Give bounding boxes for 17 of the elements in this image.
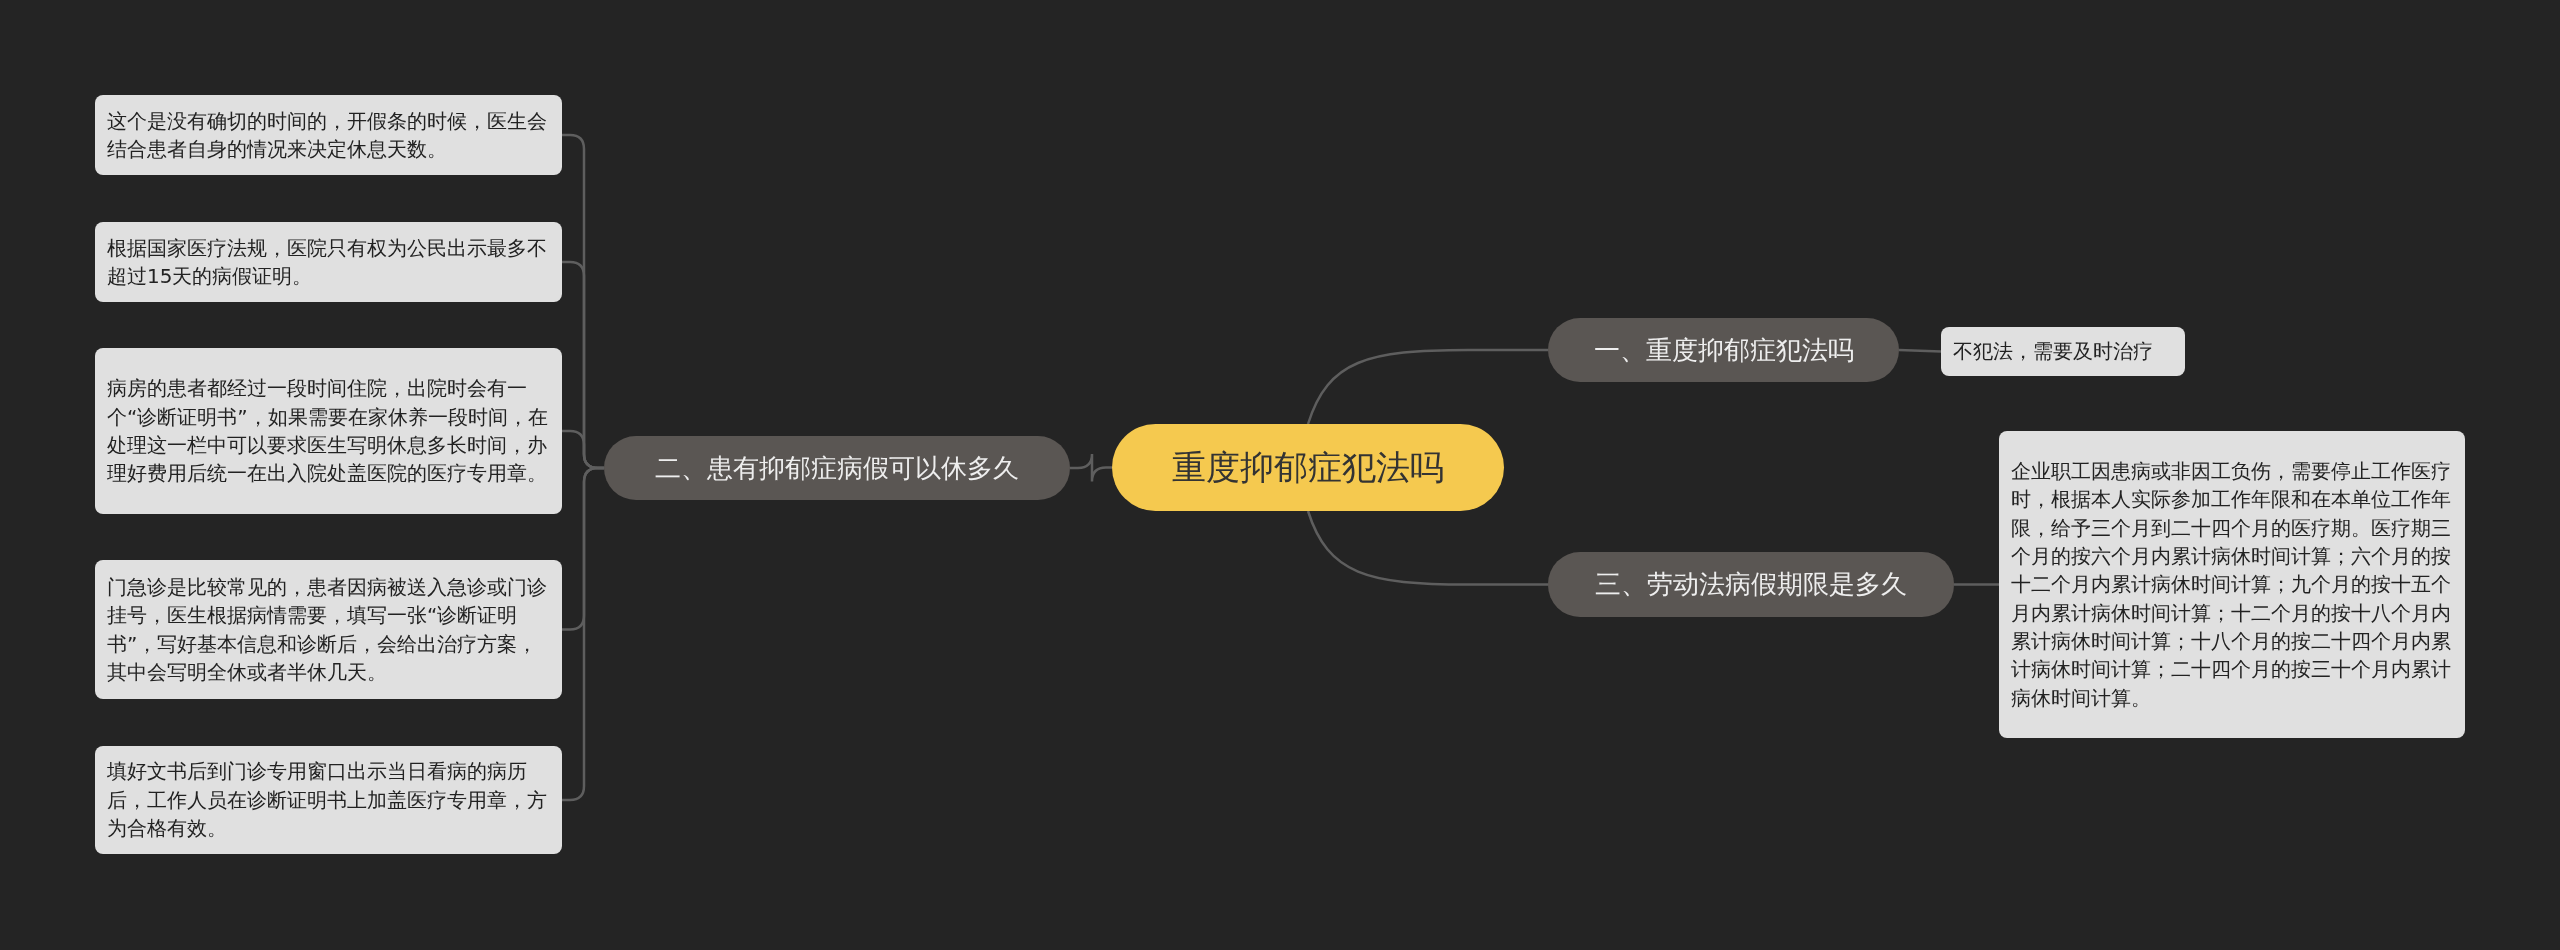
- central-topic: 重度抑郁症犯法吗: [1112, 424, 1504, 511]
- connector-line: [562, 466, 604, 802]
- connector-line: [1306, 510, 1548, 586]
- branch-topic: 三、劳动法病假期限是多久: [1548, 552, 1954, 617]
- branch-topic: 一、重度抑郁症犯法吗: [1548, 318, 1899, 382]
- leaf-note: 根据国家医疗法规，医院只有权为公民出示最多不超过15天的病假证明。: [95, 222, 562, 302]
- connector-line: [1898, 348, 1942, 353]
- connector-line: [1954, 583, 1999, 586]
- leaf-note: 这个是没有确切的时间的，开假条的时候，医生会结合患者自身的情况来决定休息天数。: [95, 95, 562, 175]
- connector-line: [1306, 348, 1548, 425]
- leaf-note: 门急诊是比较常见的，患者因病被送入急诊或门诊挂号，医生根据病情需要，填写一张“诊断证明书”，写好基本信息和诊断后，会给出治疗方案，其中会写明全休或者半休几天。: [95, 560, 562, 699]
- leaf-note: 填好文书后到门诊专用窗口出示当日看病的病历后，工作人员在诊断证明书上加盖医疗专用章，方为合格有效。: [95, 746, 562, 854]
- leaf-note: 病房的患者都经过一段时间住院，出院时会有一个“诊断证明书”，如果需要在家休养一段时间，在处理这一栏中可以要求医生写明休息多长时间，办理好费用后统一在出入院处盖医院的医疗专用章。: [95, 348, 562, 514]
- leaf-note: 不犯法，需要及时治疗: [1941, 327, 2185, 376]
- connector-line: [1070, 452, 1112, 483]
- branch-topic: 二、患有抑郁症病假可以休多久: [604, 436, 1070, 500]
- leaf-note: 企业职工因患病或非因工负伤，需要停止工作医疗时，根据本人实际参加工作年限和在本单位工作年限，给予三个月到二十四个月的医疗期。医疗期三个月的按六个月内累计病休时间计算；六个月的按十二个月内累计病休时间计算；九个月的按十五个月内累计病休时间计算；十二个月的按十八个月内累计病休时间计算；十八个月的按二十四个月内累计病休时间计算；二十四个月的按三十个月内累计病休时间计算。: [1999, 431, 2465, 738]
